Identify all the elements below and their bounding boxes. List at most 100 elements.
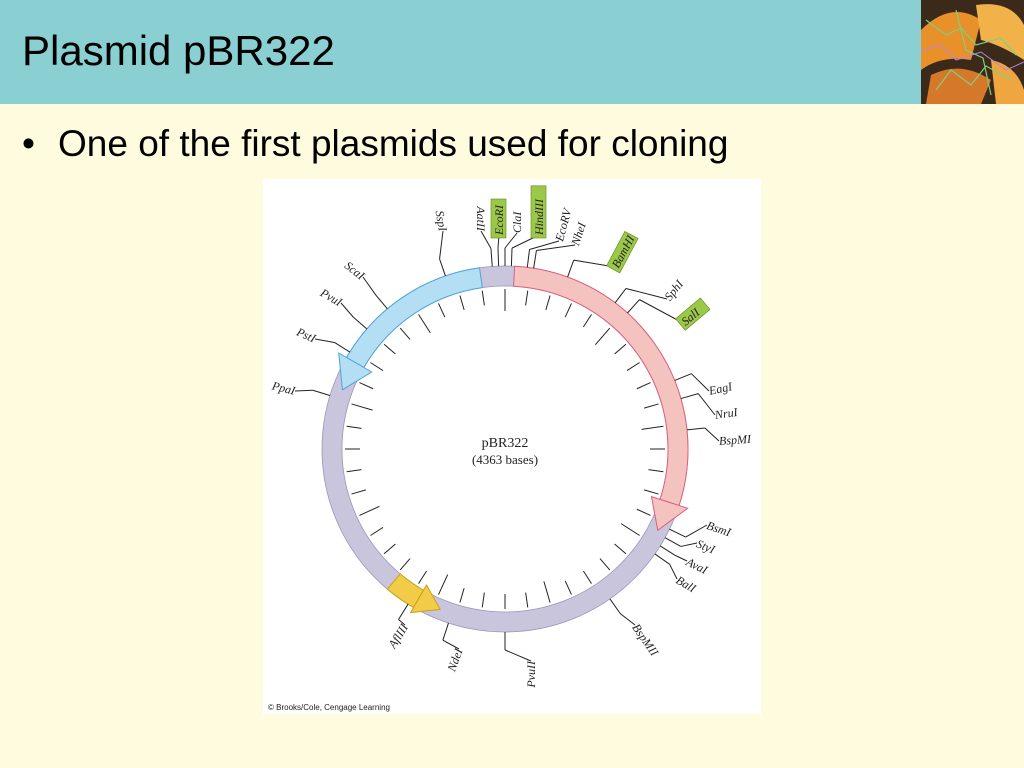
- site-label: BalI: [674, 573, 700, 596]
- site-label: NheI: [568, 220, 589, 248]
- ori-arrow-head: [409, 583, 441, 614]
- plasmid-name: pBR322: [482, 436, 529, 451]
- scale-tick: [564, 580, 572, 595]
- tet-resistance-arrow: [513, 265, 689, 507]
- scale-tick: [599, 558, 611, 571]
- restriction-site-bspmii: BspMII: [609, 598, 662, 659]
- site-label: HindIII: [532, 198, 546, 236]
- site-label: AatII: [474, 205, 488, 232]
- restriction-site-nrui: NruI: [680, 393, 739, 422]
- restriction-site-clai: ClaI: [504, 211, 524, 266]
- bullet-text: One of the first plasmids used for cloni…: [58, 123, 729, 164]
- scale-tick: [399, 558, 411, 571]
- scale-tick: [359, 505, 380, 516]
- bullet-item: • One of the first plasmids used for clon…: [22, 123, 729, 165]
- restriction-site-aatii: AatII: [474, 205, 493, 267]
- bullet-marker: •: [22, 123, 35, 164]
- slide-title: Plasmid pBR322: [22, 27, 335, 74]
- plasmid-size: (4363 bases): [472, 452, 538, 467]
- scale-tick: [543, 581, 551, 603]
- scale-tick: [418, 314, 431, 334]
- scale-tick: [459, 587, 465, 603]
- site-label: BspMI: [719, 432, 753, 448]
- site-label: AvaI: [683, 554, 711, 577]
- scale-tick: [545, 295, 551, 311]
- scale-tick: [438, 574, 449, 595]
- restriction-site-ppai: PpaI: [270, 378, 331, 398]
- site-highlight-box: [675, 297, 711, 331]
- credit-text: © Brooks/Cole, Cengage Learning: [268, 703, 390, 712]
- scale-tick: [641, 425, 664, 430]
- site-label: EagI: [707, 379, 735, 398]
- scale-tick: [636, 508, 651, 516]
- site-label: AflIII: [385, 620, 412, 651]
- scale-tick: [614, 543, 627, 555]
- site-label: PstI: [294, 324, 319, 345]
- site-label: SphI: [661, 277, 686, 304]
- scale-tick: [626, 362, 640, 372]
- scale-tick: [351, 403, 373, 411]
- ori-arrow: [386, 573, 425, 609]
- scale-tick: [481, 290, 485, 306]
- title-bar: [0, 0, 1024, 104]
- site-label: PvuI: [317, 285, 345, 309]
- scale-tick: [525, 290, 529, 306]
- scale-tick: [582, 314, 592, 328]
- scale-tick: [399, 327, 411, 340]
- restriction-site-sspi: SspI: [433, 209, 450, 277]
- scale-tick: [418, 570, 428, 584]
- restriction-site-scai: ScaI: [342, 258, 388, 310]
- scale-tick: [636, 382, 651, 390]
- scale-tick: [643, 489, 659, 495]
- site-highlight-box: [490, 198, 507, 239]
- restriction-site-eagi: EagI: [674, 373, 735, 398]
- scale-tick: [582, 570, 592, 584]
- amp-resistance-arrow: [345, 267, 483, 369]
- site-highlight-box: [530, 185, 547, 239]
- scale-tick: [614, 343, 627, 355]
- scale-tick: [481, 592, 485, 608]
- restriction-site-afliii: AflIII: [385, 603, 412, 652]
- amp-arrow-head: [338, 352, 373, 391]
- plasmid-ring: [321, 265, 689, 633]
- site-label: BspMII: [629, 621, 662, 659]
- corner-decoration-image: [921, 0, 1024, 104]
- site-highlight-box: [606, 231, 639, 274]
- scale-tick: [620, 523, 640, 536]
- site-label: StyI: [694, 537, 717, 557]
- scale-tick: [594, 327, 611, 346]
- restriction-site-pvuii: PvuII: [504, 632, 538, 689]
- scale-tick: [346, 425, 362, 429]
- site-label: NdeI: [444, 646, 466, 675]
- scale-tick: [383, 543, 396, 555]
- restriction-site-hindiii: HindIII: [510, 185, 547, 267]
- scale-tick: [346, 469, 362, 473]
- restriction-site-ecori: EcoRI: [490, 198, 507, 267]
- scale-tick: [370, 362, 384, 372]
- site-label: ClaI: [510, 211, 524, 233]
- tick-marks: [345, 289, 665, 609]
- restriction-site-ndei: NdeI: [442, 622, 466, 675]
- site-label: PpaI: [270, 378, 298, 398]
- restriction-site-bspmi: BspMI: [686, 427, 753, 448]
- scale-tick: [383, 343, 396, 355]
- scale-tick: [370, 526, 384, 536]
- scale-tick: [648, 469, 664, 473]
- scale-tick: [438, 303, 446, 318]
- tet-arrow-head: [650, 495, 689, 532]
- scale-tick: [459, 295, 465, 311]
- site-label: PvuII: [524, 660, 538, 689]
- scale-tick: [643, 403, 659, 409]
- restriction-site-styi: StyI: [664, 537, 718, 557]
- site-label: BsmI: [705, 518, 734, 539]
- scale-tick: [351, 489, 367, 495]
- restriction-site-psti: PstI: [294, 324, 351, 353]
- scale-tick: [564, 303, 572, 318]
- restriction-site-sphi: SphI: [614, 277, 687, 304]
- restriction-site-pvui: PvuI: [317, 285, 368, 330]
- site-label: NruI: [713, 405, 739, 422]
- scale-tick: [359, 382, 374, 390]
- site-label: EcoRI: [492, 204, 506, 236]
